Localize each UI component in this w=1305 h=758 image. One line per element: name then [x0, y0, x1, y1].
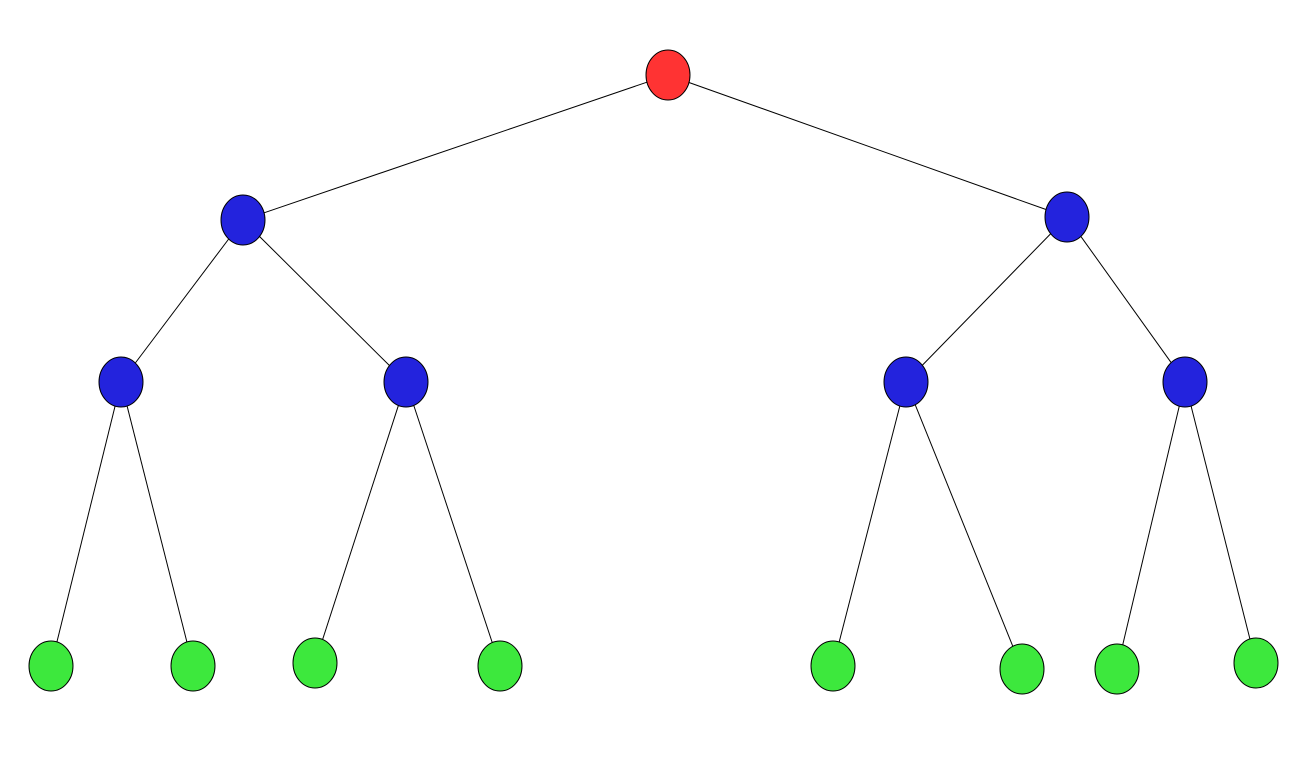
edge-root-n2 [688, 82, 1047, 210]
edge-n3-l1 [56, 405, 116, 643]
leaf-node-l8 [1233, 637, 1279, 689]
edge-n2-n6 [1080, 236, 1172, 363]
edge-n1-n3 [134, 238, 230, 364]
internal-node-n2 [1044, 191, 1090, 243]
edge-n5-l5 [838, 405, 901, 643]
internal-node-n1 [220, 194, 266, 246]
root-node-root [645, 49, 691, 101]
tree-nodes [28, 49, 1279, 695]
leaf-node-l2 [170, 640, 216, 692]
edge-n6-l8 [1190, 405, 1251, 640]
leaf-node-l4 [477, 640, 523, 692]
leaf-node-l3 [292, 637, 338, 689]
edge-n3-l2 [126, 405, 188, 643]
edge-n4-l4 [413, 405, 493, 643]
edge-n2-n5 [921, 233, 1052, 366]
internal-node-n4 [383, 356, 429, 408]
edge-n5-l6 [914, 404, 1014, 647]
leaf-node-l5 [810, 640, 856, 692]
edge-n4-l3 [322, 405, 399, 640]
edge-n6-l7 [1122, 406, 1180, 645]
tree-edges [56, 81, 1251, 647]
leaf-node-l7 [1094, 643, 1140, 695]
edge-root-n1 [263, 81, 648, 214]
edge-n1-n4 [259, 236, 390, 366]
leaf-node-l6 [999, 643, 1045, 695]
internal-node-n3 [98, 356, 144, 408]
leaf-node-l1 [28, 640, 74, 692]
internal-node-n6 [1162, 356, 1208, 408]
internal-node-n5 [883, 356, 929, 408]
